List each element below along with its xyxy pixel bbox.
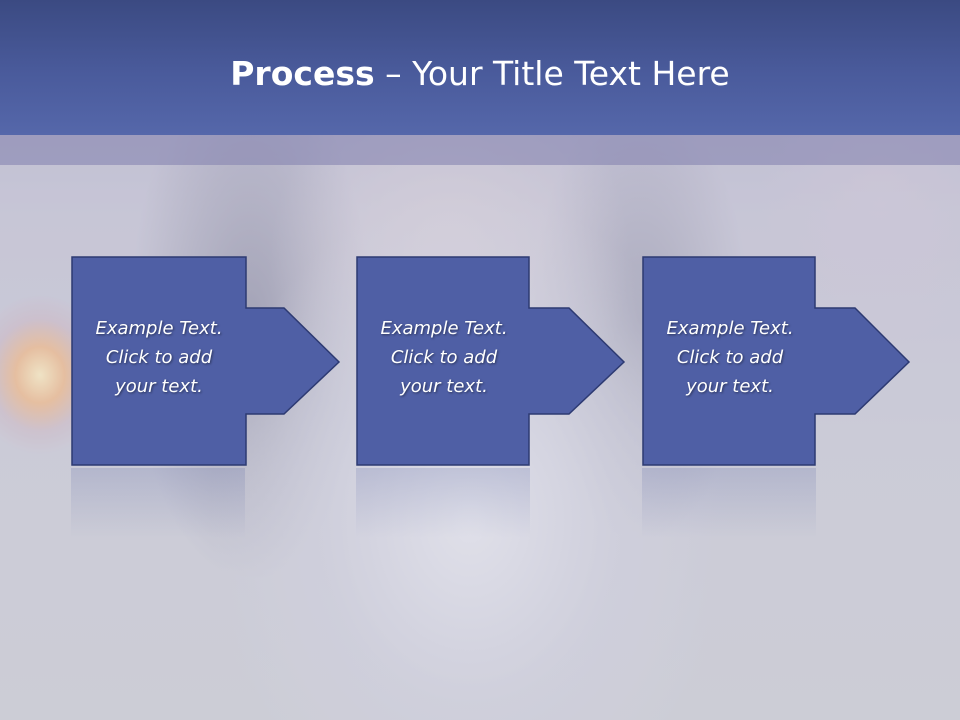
process-step-2[interactable]: Example Text. Click to add your text. (356, 256, 656, 471)
step-text-line: Example Text. (380, 318, 508, 339)
process-step-1[interactable]: Example Text. Click to add your text. (71, 256, 371, 471)
step-text-line: your text. (115, 376, 203, 397)
step-text[interactable]: Example Text. Click to add your text. (642, 314, 818, 401)
header-band (0, 135, 960, 165)
slide-title[interactable]: Process – Your Title Text Here (0, 52, 960, 96)
step-text-line: Click to add (676, 347, 784, 368)
step-text-line: Click to add (390, 347, 498, 368)
step-text-line: Example Text. (95, 318, 223, 339)
step-text-line: Click to add (105, 347, 213, 368)
step-reflection (356, 468, 530, 538)
step-text-line: Example Text. (666, 318, 794, 339)
title-rest: – Your Title Text Here (374, 54, 730, 93)
title-bold: Process (230, 54, 375, 93)
step-text-line: your text. (686, 376, 774, 397)
process-step-3[interactable]: Example Text. Click to add your text. (642, 256, 942, 471)
title-bar (0, 0, 960, 135)
step-text[interactable]: Example Text. Click to add your text. (71, 314, 247, 401)
step-arrow-shape (642, 256, 911, 466)
step-arrow-shape (356, 256, 626, 466)
step-text-line: your text. (400, 376, 488, 397)
step-reflection (642, 468, 816, 538)
step-text[interactable]: Example Text. Click to add your text. (356, 314, 532, 401)
step-arrow-shape (71, 256, 341, 466)
step-reflection (71, 468, 245, 538)
